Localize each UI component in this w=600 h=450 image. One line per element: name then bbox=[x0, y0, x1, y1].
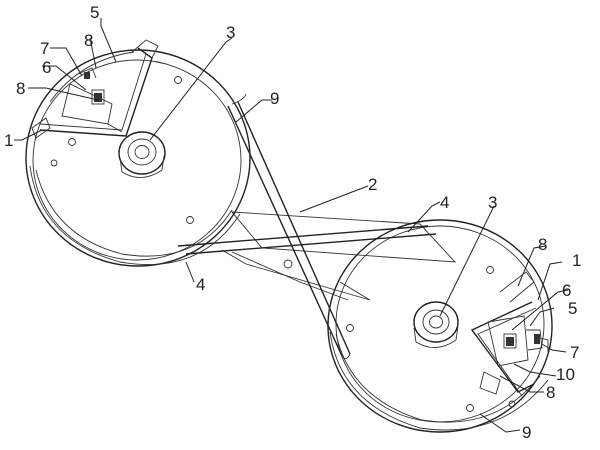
right-hole-c bbox=[466, 404, 474, 412]
label-4-right: 4 bbox=[440, 193, 449, 212]
left-hole-a bbox=[68, 138, 76, 146]
label-6-right: 6 bbox=[562, 281, 571, 300]
left-hole-b bbox=[174, 76, 182, 84]
label-1-right: 1 bbox=[572, 251, 581, 270]
label-1-left: 1 bbox=[4, 131, 13, 150]
part-labels: 5 8 7 6 8 1 3 9 2 4 4 3 8 1 6 5 7 10 8 9 bbox=[4, 3, 581, 442]
label-3-right: 3 bbox=[488, 193, 497, 212]
label-8-right-a: 8 bbox=[538, 235, 547, 254]
right-wheel bbox=[327, 219, 553, 433]
left-hole-c bbox=[186, 216, 194, 224]
label-8-left-a: 8 bbox=[84, 31, 93, 50]
right-hub bbox=[413, 301, 459, 348]
label-4-left: 4 bbox=[196, 275, 205, 294]
left-hole-d bbox=[50, 159, 58, 167]
label-10: 10 bbox=[556, 365, 575, 384]
right-hole-b bbox=[486, 266, 494, 274]
right-hole-a bbox=[346, 324, 354, 332]
left-wheel bbox=[25, 49, 251, 267]
label-3-left: 3 bbox=[226, 23, 235, 42]
right-sector-mechanism bbox=[470, 271, 549, 397]
label-9-bottom: 9 bbox=[522, 423, 531, 442]
right-hole-d bbox=[508, 400, 516, 408]
label-9-top: 9 bbox=[270, 89, 279, 108]
label-7-left: 7 bbox=[40, 39, 49, 58]
label-5-right: 5 bbox=[568, 299, 577, 318]
label-8-right-b: 8 bbox=[546, 383, 555, 402]
label-8-left-b: 8 bbox=[16, 79, 25, 98]
label-5-left: 5 bbox=[90, 3, 99, 22]
left-hub bbox=[118, 131, 166, 178]
label-2: 2 bbox=[368, 175, 377, 194]
label-6-left: 6 bbox=[42, 58, 51, 77]
left-sector-mechanism bbox=[31, 39, 159, 139]
crossed-belt bbox=[177, 93, 437, 359]
label-7-right: 7 bbox=[570, 343, 579, 362]
leader-lines bbox=[14, 18, 569, 433]
connecting-frame bbox=[221, 211, 457, 301]
